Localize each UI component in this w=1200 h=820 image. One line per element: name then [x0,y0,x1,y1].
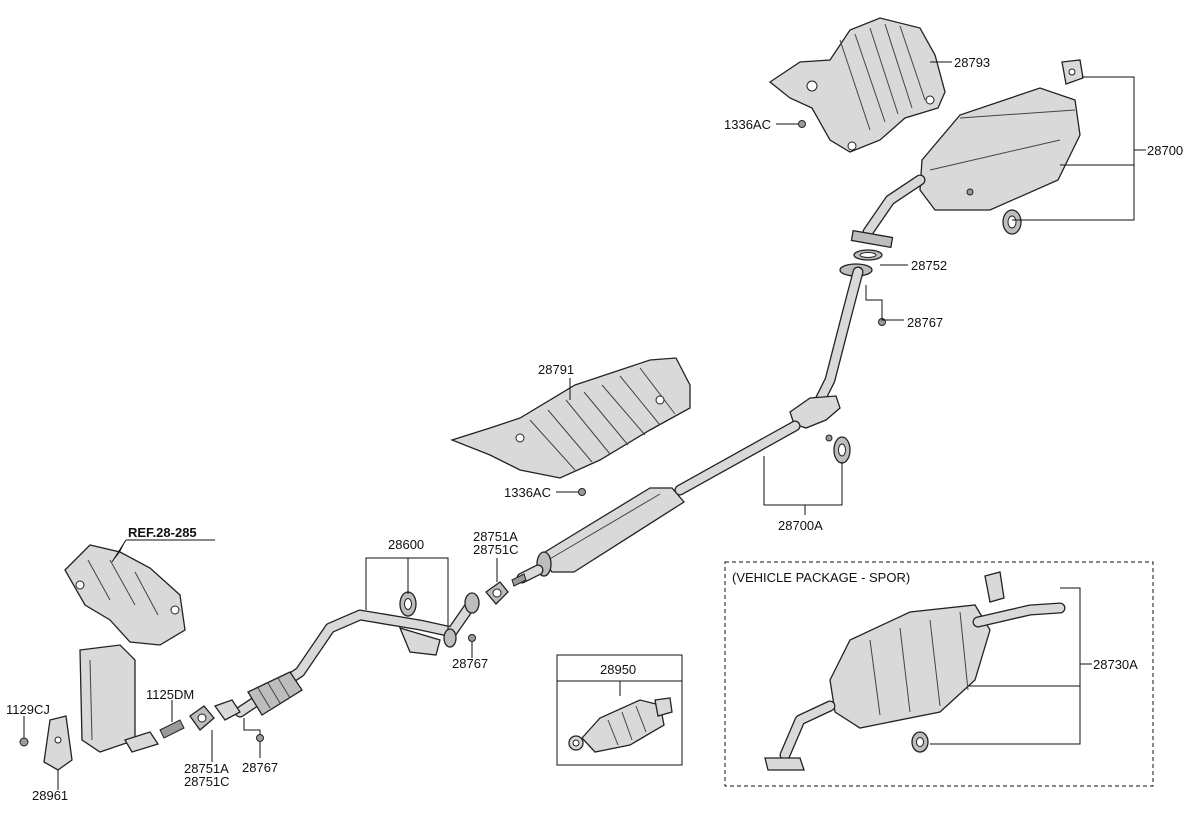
leader-lines [23,61,1146,790]
sport-muffler-28730a [764,571,1066,771]
label-28751c-bot: 28751C [184,774,230,789]
ref-arrow-icon [114,540,126,560]
nut-28767-mid [468,634,476,642]
label-28751a-mid: 28751A [473,529,518,544]
label-1129cj: 1129CJ [6,702,50,717]
bracket-28961 [43,715,73,771]
nut-28767-bot [256,734,264,742]
label-28767-right: 28767 [907,315,943,330]
label-28950: 28950 [600,662,636,677]
label-28793: 28793 [954,55,990,70]
package-box [724,561,1154,787]
label-ref: REF.28-285 [128,525,197,540]
box-28950 [556,654,683,766]
heat-shield-28793 [768,17,946,153]
rear-muffler-28700 [850,59,1084,249]
gasket-28751-mid [485,573,527,605]
nut-1336ac-top [798,120,806,128]
label-1336ac-top: 1336AC [724,117,771,132]
gasket-28752 [853,249,883,261]
label-28600: 28600 [388,537,424,552]
center-pipe-28700a [516,263,873,584]
exhaust-manifold [64,544,186,753]
bolt-1129cj [19,737,29,747]
nut-1336ac-mid [578,488,586,496]
label-28767-mid: 28767 [452,656,488,671]
package-title: (VEHICLE PACKAGE - SPOR) [732,570,910,585]
label-28767-bot: 28767 [242,760,278,775]
label-28751a-bot: 28751A [184,761,229,776]
label-1336ac-mid: 1336AC [504,485,551,500]
label-28961: 28961 [32,788,68,803]
label-28791: 28791 [538,362,574,377]
label-28700a: 28700A [778,518,823,533]
label-28730a: 28730A [1093,657,1138,672]
label-1125dm: 1125DM [146,687,194,702]
label-28752: 28752 [911,258,947,273]
label-28700: 28700 [1147,143,1183,158]
gasket-28751-bot [189,705,215,731]
catalyst-28950 [568,697,673,753]
heat-shield-28791 [450,357,691,479]
label-28751c-mid: 28751C [473,542,519,557]
front-pipe-28600 [213,591,480,721]
